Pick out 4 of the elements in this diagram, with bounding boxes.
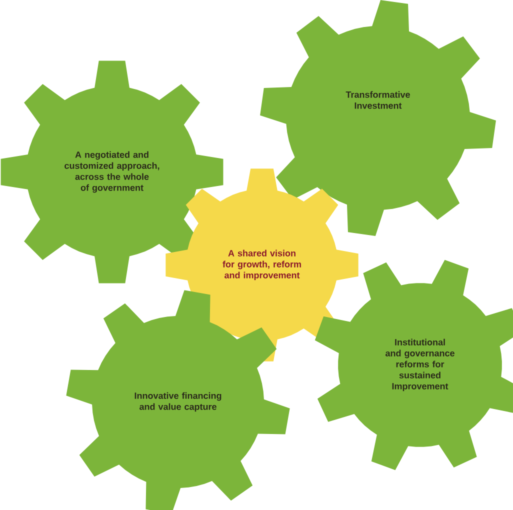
gear: Innovative financing and value capture <box>66 290 290 510</box>
gear: Institutional and governance reforms for sustained Improvement <box>314 260 513 470</box>
gear: A negotiated and customized approach, across the whole of government <box>0 60 224 284</box>
gear: Transformative Investment <box>260 0 496 236</box>
